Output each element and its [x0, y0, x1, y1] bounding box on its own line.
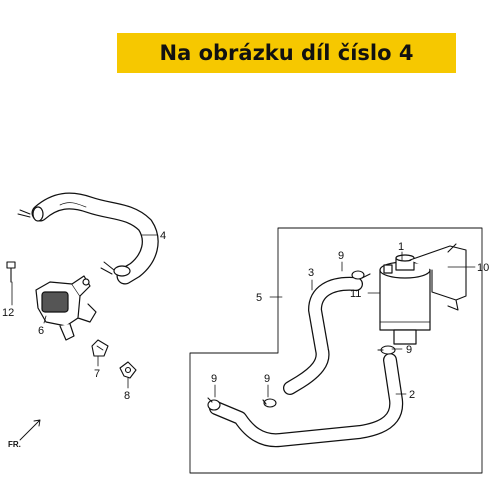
- label-part-7: 7: [94, 368, 100, 380]
- label-part-9c: 9: [211, 373, 217, 385]
- label-part-8: 8: [124, 390, 130, 402]
- label-part-4: 4: [160, 230, 166, 242]
- label-part-12: 12: [2, 307, 14, 319]
- clamp-part-9c: [262, 398, 277, 408]
- front-direction-arrow-icon: [19, 419, 41, 441]
- hose-part-3[interactable]: [283, 276, 363, 395]
- part-number-banner: Na obrázku díl číslo 4: [117, 33, 456, 73]
- clamp-part-9a: [351, 270, 371, 280]
- label-part-10: 10: [477, 262, 489, 274]
- hose-part-2[interactable]: [209, 353, 404, 448]
- bolt-part-12: [6, 261, 16, 283]
- label-part-9d: 9: [264, 373, 270, 385]
- hose-part-4[interactable]: [31, 192, 159, 285]
- assembly-frame: [189, 227, 483, 474]
- label-part-9a: 9: [338, 250, 344, 262]
- label-front: FR.: [8, 440, 21, 449]
- label-part-5: 5: [256, 292, 262, 304]
- label-part-2: 2: [409, 389, 415, 401]
- label-part-11: 11: [350, 288, 361, 300]
- label-part-3: 3: [308, 267, 314, 279]
- banner-text: Na obrázku díl číslo 4: [159, 41, 414, 65]
- leader-lines: [11, 234, 476, 398]
- label-part-9b: 9: [406, 344, 412, 356]
- hose-clamp-upper: [17, 206, 44, 222]
- bracket-part-10: [409, 243, 467, 311]
- valve-part-6[interactable]: [35, 275, 97, 341]
- canister-part-1[interactable]: [379, 254, 431, 345]
- clamp-part-9d: [207, 397, 221, 411]
- label-part-6: 6: [38, 325, 44, 337]
- label-part-1: 1: [398, 241, 404, 253]
- hose-clamp-lower: [100, 261, 131, 277]
- connector-part-8: [119, 361, 137, 379]
- clip-part-7: [91, 339, 109, 357]
- clamp-part-9b: [377, 345, 396, 355]
